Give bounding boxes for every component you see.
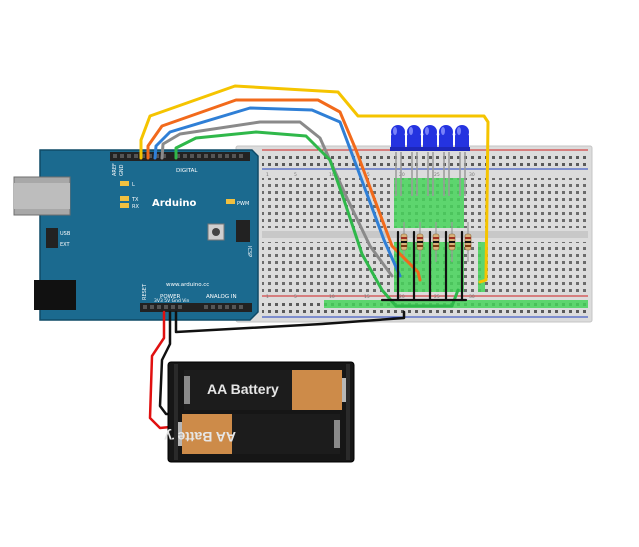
breadboard-column-label: 5 <box>294 294 297 300</box>
led-array <box>390 125 470 196</box>
resistor <box>416 222 424 262</box>
arduino-board: Arduino www.arduino.cc DIGITAL POWER ANA… <box>13 149 259 321</box>
arduino-website: www.arduino.cc <box>166 282 209 288</box>
dc-power-jack <box>34 280 76 310</box>
arduino-brand: Arduino <box>152 198 196 209</box>
usb-label: USB <box>60 231 71 237</box>
led <box>390 125 406 196</box>
pwm-label: PWM <box>237 201 249 207</box>
led <box>454 125 470 196</box>
breadboard-channel <box>262 231 588 238</box>
reset-label: RESET <box>142 283 148 300</box>
breadboard-column-label: 30 <box>469 172 475 178</box>
l-label: L <box>132 182 135 188</box>
resistor-array <box>400 222 472 262</box>
wire-red-battery <box>148 310 182 430</box>
power-pins-label: 3V3 5V Gnd Vin <box>154 298 189 304</box>
resistor <box>464 222 472 262</box>
resistor <box>432 222 440 262</box>
icsp-header <box>236 220 250 242</box>
battery-label-top: AA Battery <box>207 381 279 397</box>
battery-cell-bottom: AA Battery <box>164 414 340 454</box>
breadboard-column-label: 10 <box>329 172 335 178</box>
power-label: POWER <box>160 294 181 300</box>
breadboard-column-label: 25 <box>434 294 440 300</box>
breadboard-top-rail <box>262 152 588 167</box>
ground-wires <box>380 230 468 302</box>
wire-yellow <box>139 84 490 284</box>
power-analog-header <box>140 303 252 312</box>
battery-label-bottom: AA Battery <box>164 429 236 445</box>
led <box>438 125 454 196</box>
wires <box>139 84 490 430</box>
breadboard-column-label: 20 <box>399 172 405 178</box>
rx-label: RX <box>132 204 139 210</box>
wire-black-gnd <box>174 310 406 334</box>
aref-label: AREF <box>112 163 118 176</box>
led <box>422 125 438 196</box>
tx-label: TX <box>131 197 139 203</box>
breadboard-column-label: 20 <box>399 294 405 300</box>
wire-gray <box>160 120 394 278</box>
breadboard-column-label: 10 <box>329 294 335 300</box>
resistor <box>400 222 408 262</box>
resistor <box>448 222 456 262</box>
ext-label: EXT <box>60 242 70 248</box>
breadboard-column-label: 1 <box>266 172 269 178</box>
wire-orange <box>146 98 422 282</box>
breadboard-column-label: 30 <box>469 294 475 300</box>
icsp-label: ICSP <box>246 246 252 257</box>
breadboard-column-label: 1 <box>266 294 269 300</box>
wire-green <box>174 130 460 308</box>
led <box>406 125 422 196</box>
battery-holder: AA Battery AA Battery <box>164 361 355 463</box>
wire-blue <box>153 106 402 278</box>
analog-label: ANALOG IN <box>206 294 237 300</box>
digital-label: DIGITAL <box>176 168 198 174</box>
breadboard-column-label: 25 <box>434 172 440 178</box>
battery-cell-top: AA Battery <box>184 370 348 410</box>
power-select-jumper <box>46 228 58 248</box>
breadboard-column-label: 15 <box>364 294 370 300</box>
breadboard-column-label: 5 <box>294 172 297 178</box>
gnd-label: GND <box>119 164 125 176</box>
